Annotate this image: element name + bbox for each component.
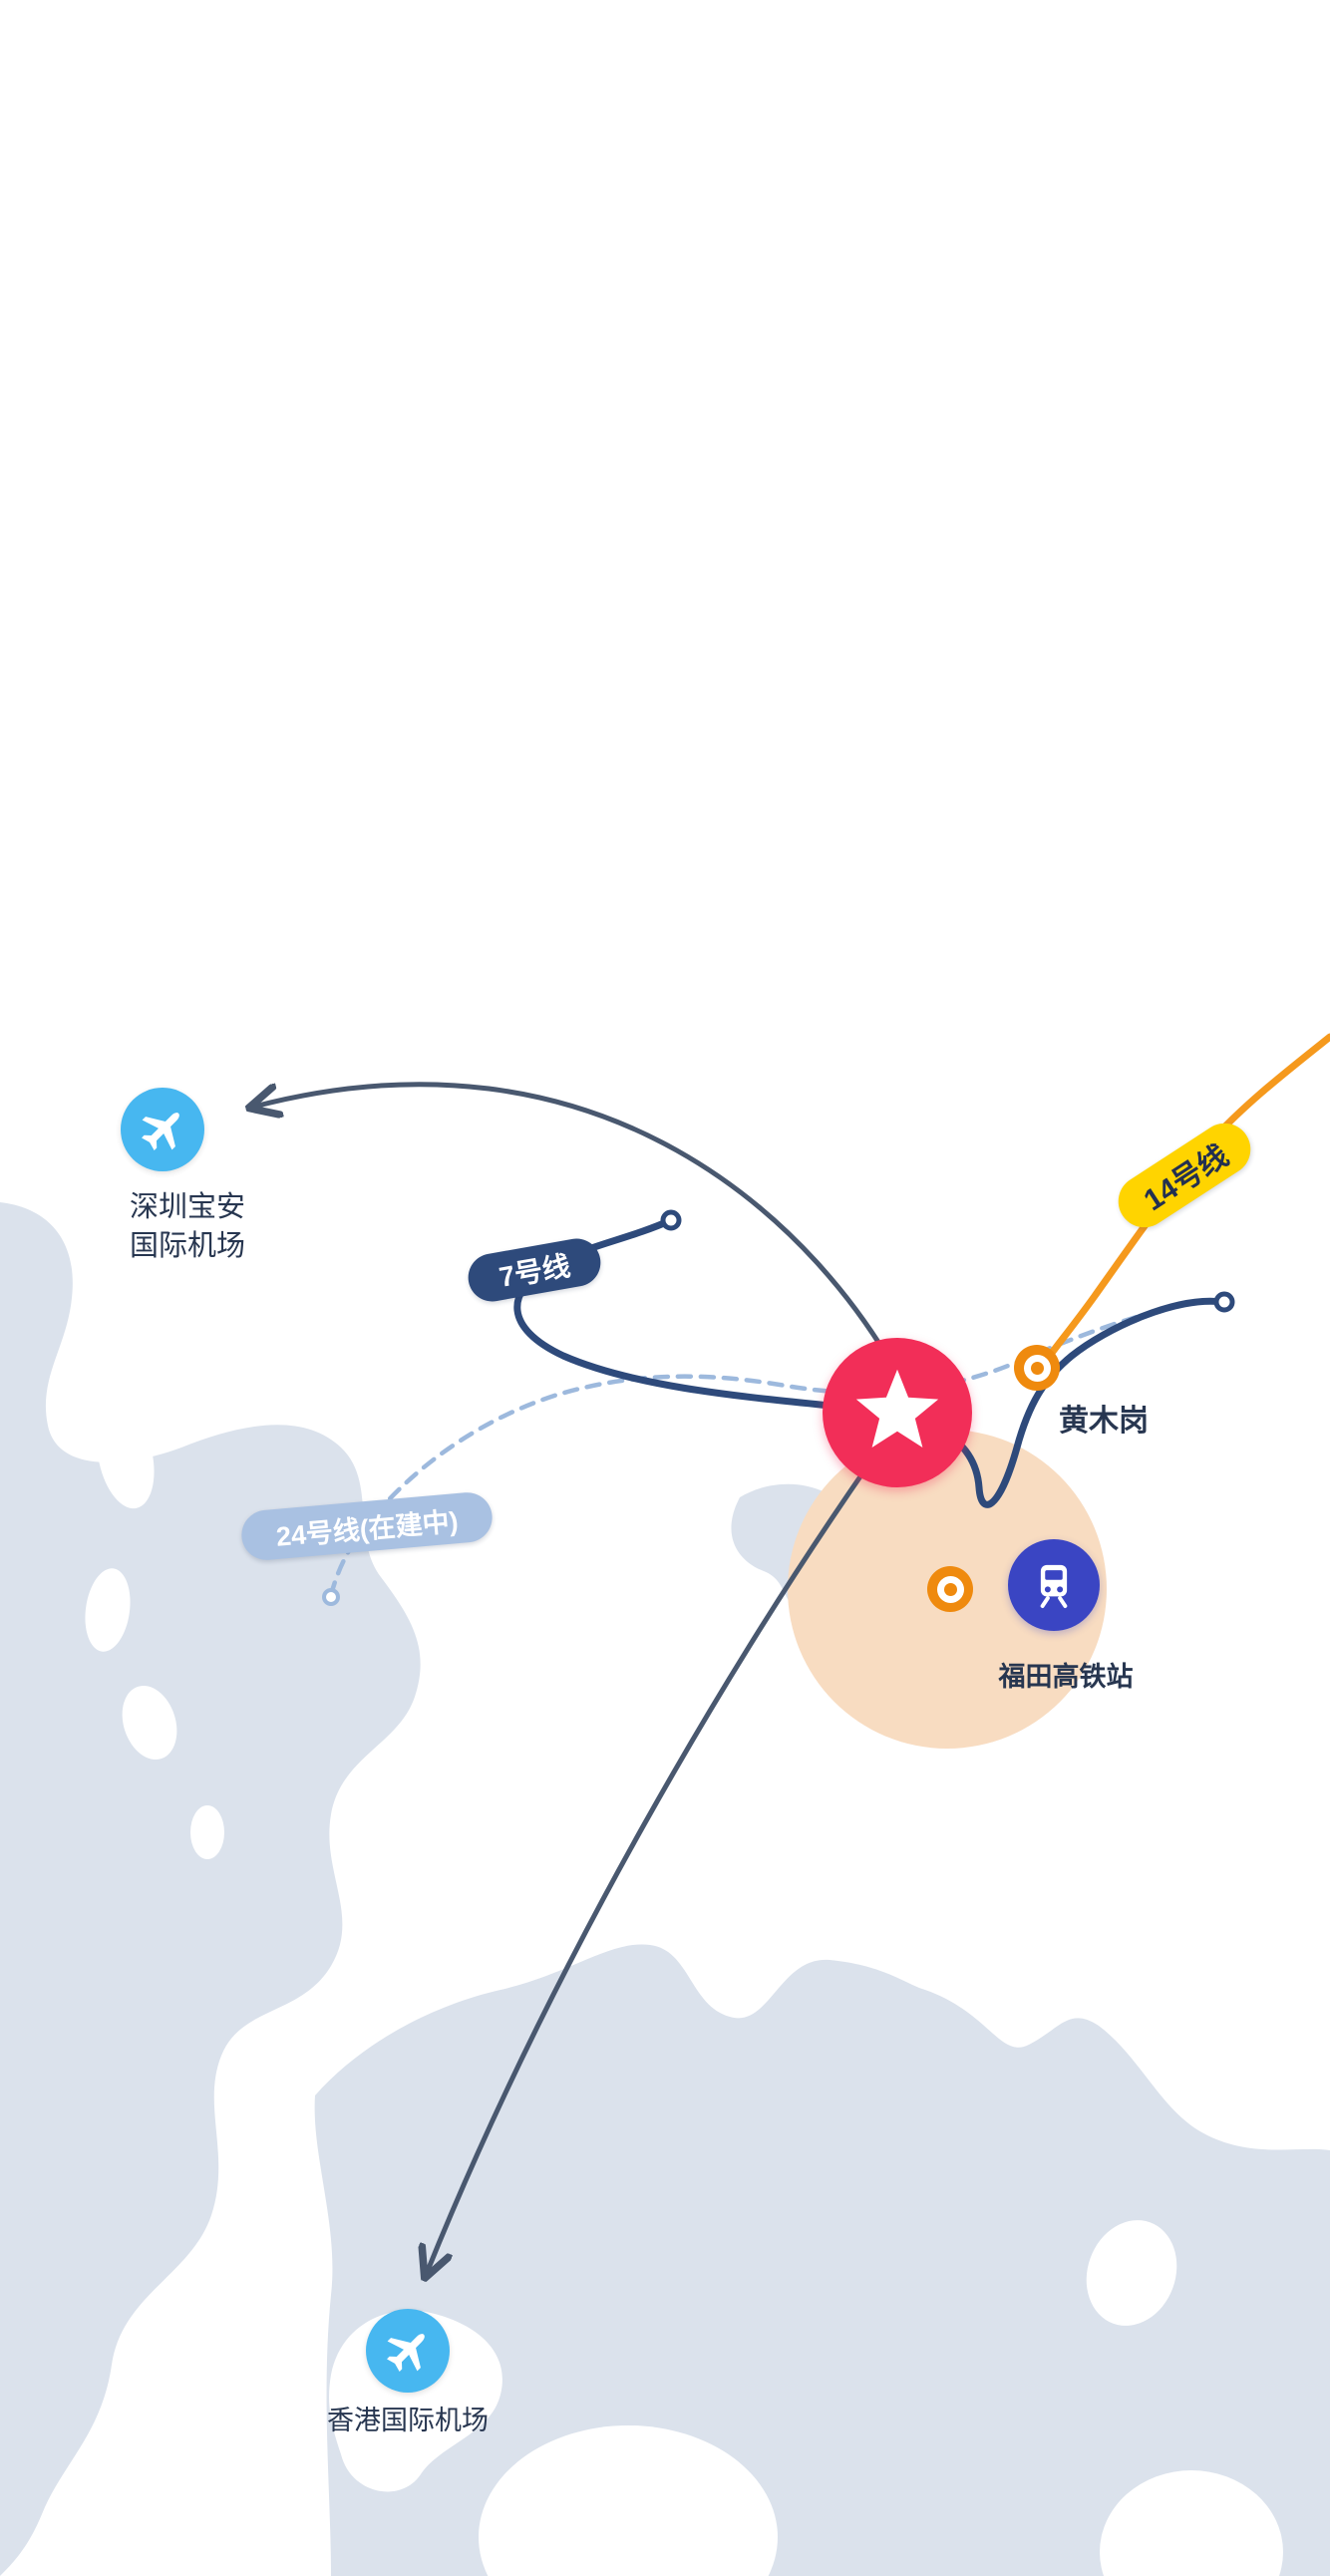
futian-interchange-marker[interactable]: [927, 1566, 973, 1612]
futian-station-label: 福田高铁站: [998, 1662, 1134, 1692]
line24-badge-label: 24号线(在建中): [274, 1505, 460, 1552]
shenzhen-airport-label-line2: 国际机场: [130, 1230, 246, 1263]
arrow-to-shenzhen-airport: [254, 1082, 912, 1399]
hongkong-airport-label: 香港国际机场: [327, 2406, 489, 2435]
huangmugang-station-marker[interactable]: [1014, 1345, 1060, 1391]
airplane-icon: [387, 2334, 425, 2372]
shenzhen-airport-label-line1: 深圳宝安: [130, 1191, 246, 1223]
futian-rail-station-marker[interactable]: [1008, 1539, 1100, 1631]
line7-terminus-dot-east: [1213, 1291, 1235, 1313]
hongkong-airport-marker[interactable]: [366, 2309, 450, 2393]
airplane-icon: [142, 1113, 179, 1150]
project-location-star-marker[interactable]: [823, 1338, 972, 1487]
line7-terminus-dot: [660, 1209, 682, 1231]
interchange-ring-icon: [1030, 1361, 1044, 1375]
arrow-to-hongkong-airport: [427, 1460, 872, 2273]
shenzhen-airport-label: 深圳宝安 国际机场: [130, 1188, 245, 1266]
huangmugang-station-label: 黄木岗: [1059, 1405, 1149, 1438]
train-icon: [1040, 1564, 1068, 1608]
shenzhen-airport-marker[interactable]: [121, 1088, 204, 1171]
line7-badge-label: 7号线: [497, 1249, 573, 1293]
interchange-ring-icon: [943, 1582, 957, 1596]
line24-terminus-dot: [322, 1588, 340, 1606]
star-icon: [855, 1369, 939, 1448]
